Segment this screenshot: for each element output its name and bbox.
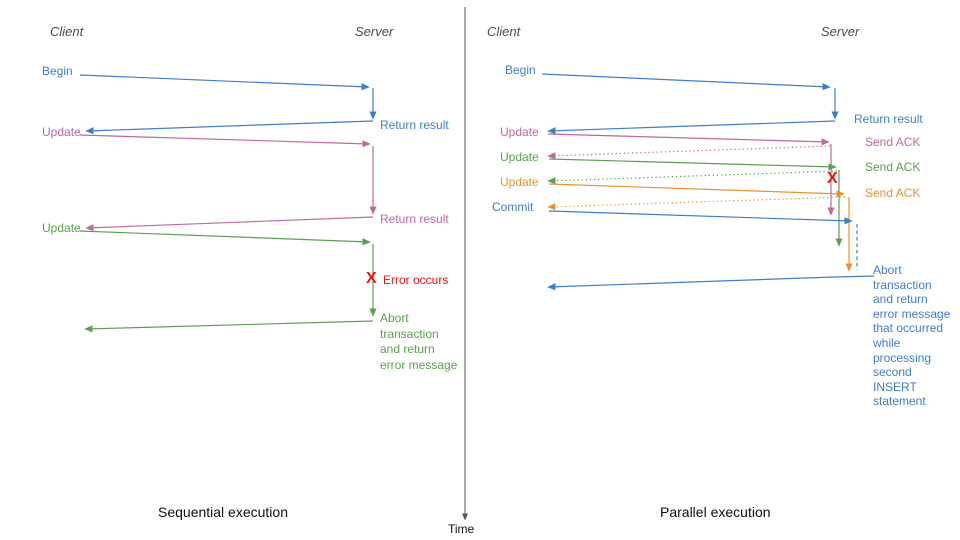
seq-begin-request xyxy=(79,74,370,91)
par-abort-message-line: that occurred xyxy=(873,321,944,336)
server-header-par: Server xyxy=(821,24,860,39)
par-ack1-return xyxy=(547,145,831,160)
seq-update1-request xyxy=(79,134,371,148)
seq-abort-message-line: and return xyxy=(380,342,435,356)
par-return-result: Return result xyxy=(854,112,923,126)
seq-return-result-1: Return result xyxy=(380,118,449,132)
par-update-1-label: Update xyxy=(500,125,539,139)
par-update2-request xyxy=(548,158,837,171)
seq-return-2 xyxy=(85,216,374,232)
par-begin-request xyxy=(541,73,831,91)
par-ack3-return xyxy=(547,196,846,211)
par-caption: Parallel execution xyxy=(660,504,771,520)
par-send-ack-1: Send ACK xyxy=(865,135,921,149)
par-abort-message-line: second xyxy=(873,365,912,380)
time-label: Time xyxy=(448,522,475,536)
par-abort-message-line: error message xyxy=(873,306,951,321)
par-ack2-return xyxy=(547,170,838,185)
seq-abort-return xyxy=(84,320,374,333)
seq-update-2-label: Update xyxy=(42,221,81,235)
seq-error-occurs: Error occurs xyxy=(383,273,449,287)
seq-update-1-label: Update xyxy=(42,125,81,139)
par-send-ack-2: Send ACK xyxy=(865,160,921,174)
par-abort-message-line: transaction xyxy=(873,277,932,292)
par-update3-request xyxy=(548,183,845,198)
seq-update2-request xyxy=(79,230,371,246)
seq-return-1 xyxy=(85,120,374,135)
par-update-2-label: Update xyxy=(500,150,539,164)
par-abort-message-line: processing xyxy=(873,350,932,365)
seq-return-result-2: Return result xyxy=(380,212,449,226)
par-commit-request xyxy=(548,210,853,225)
seq-begin-label: Begin xyxy=(42,64,73,78)
par-abort-message-line: and return xyxy=(873,292,928,307)
seq-caption: Sequential execution xyxy=(158,504,288,520)
par-abort-message-line: INSERT xyxy=(873,379,917,394)
par-abort-message-line: while xyxy=(873,335,901,350)
server-header-seq: Server xyxy=(355,24,394,39)
par-send-ack-3: Send ACK xyxy=(865,186,921,200)
par-abort-return xyxy=(547,275,875,291)
seq-abort-message-line: error message xyxy=(380,357,458,372)
client-header-seq: Client xyxy=(50,24,84,39)
client-header-par: Client xyxy=(487,24,521,39)
par-return-result xyxy=(547,120,836,135)
seq-abort-message-line: Abort xyxy=(380,311,409,325)
seq-error-cross: X xyxy=(366,270,377,287)
par-update1-request xyxy=(547,133,830,146)
par-abort-message-line: statement xyxy=(873,394,926,409)
par-error-cross: X xyxy=(827,170,838,187)
par-update-3-label: Update xyxy=(500,175,539,189)
seq-abort-message-line: transaction xyxy=(380,326,439,341)
par-begin-label: Begin xyxy=(505,63,536,77)
par-abort-message-line: Abort xyxy=(873,263,902,277)
par-commit-label: Commit xyxy=(492,200,534,214)
